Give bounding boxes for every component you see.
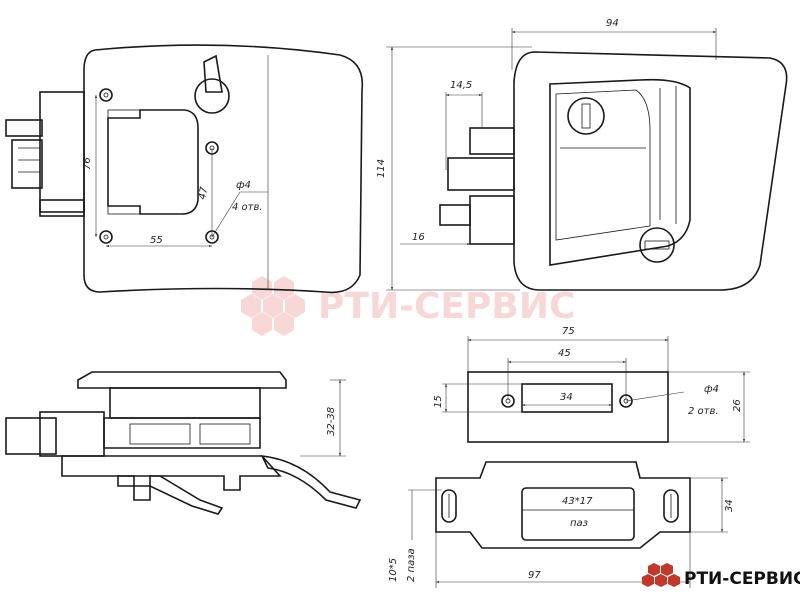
dim-26: 26 bbox=[732, 399, 743, 412]
dim-114: 114 bbox=[376, 159, 387, 178]
dim-strike-hole-count: 2 отв. bbox=[688, 406, 719, 417]
dim-15: 15 bbox=[433, 395, 444, 408]
dim-base-34: 34 bbox=[724, 499, 735, 512]
dim-47: 47 bbox=[197, 185, 210, 200]
brand-hex-icon bbox=[642, 563, 680, 587]
brand-logo: РТИ-СЕРВИС bbox=[642, 563, 800, 589]
watermark-text: РТИ-СЕРВИС bbox=[318, 286, 575, 327]
dim-10x5: 10*5 bbox=[388, 558, 399, 582]
dim-76: 76 bbox=[82, 157, 93, 170]
dim-45: 45 bbox=[558, 348, 571, 359]
dim-14-5: 14,5 bbox=[450, 80, 472, 91]
dim-94: 94 bbox=[606, 18, 619, 29]
dim-55: 55 bbox=[150, 235, 163, 246]
base-plate-view: 43*17 паз 34 97 10*5 2 паза bbox=[388, 461, 735, 588]
handle-view: 94 114 14,5 16 bbox=[376, 18, 788, 291]
watermark: РТИ-СЕРВИС bbox=[241, 276, 575, 336]
side-view: 32-38 bbox=[5, 371, 362, 515]
dim-16: 16 bbox=[412, 232, 425, 243]
slot-label: паз bbox=[570, 518, 588, 529]
dim-34: 34 bbox=[560, 392, 573, 403]
dim-75: 75 bbox=[562, 326, 575, 337]
strike-plate-view: 75 45 34 15 ф4 2 отв. 26 bbox=[433, 326, 750, 443]
watermark-hex-logo bbox=[241, 276, 305, 336]
dim-2-slots: 2 паза bbox=[406, 548, 417, 582]
brand-text: РТИ-СЕРВИС bbox=[684, 569, 800, 589]
dim-97: 97 bbox=[528, 570, 541, 581]
dim-hole-count: 4 отв. bbox=[232, 202, 263, 213]
front-view: 76 55 47 ф4 4 отв. bbox=[5, 44, 364, 294]
dim-strike-hole-dia: ф4 bbox=[704, 384, 719, 395]
dim-32-38: 32-38 bbox=[326, 407, 337, 436]
dim-hole-dia: ф4 bbox=[236, 180, 251, 191]
slot-size-label: 43*17 bbox=[562, 496, 593, 507]
